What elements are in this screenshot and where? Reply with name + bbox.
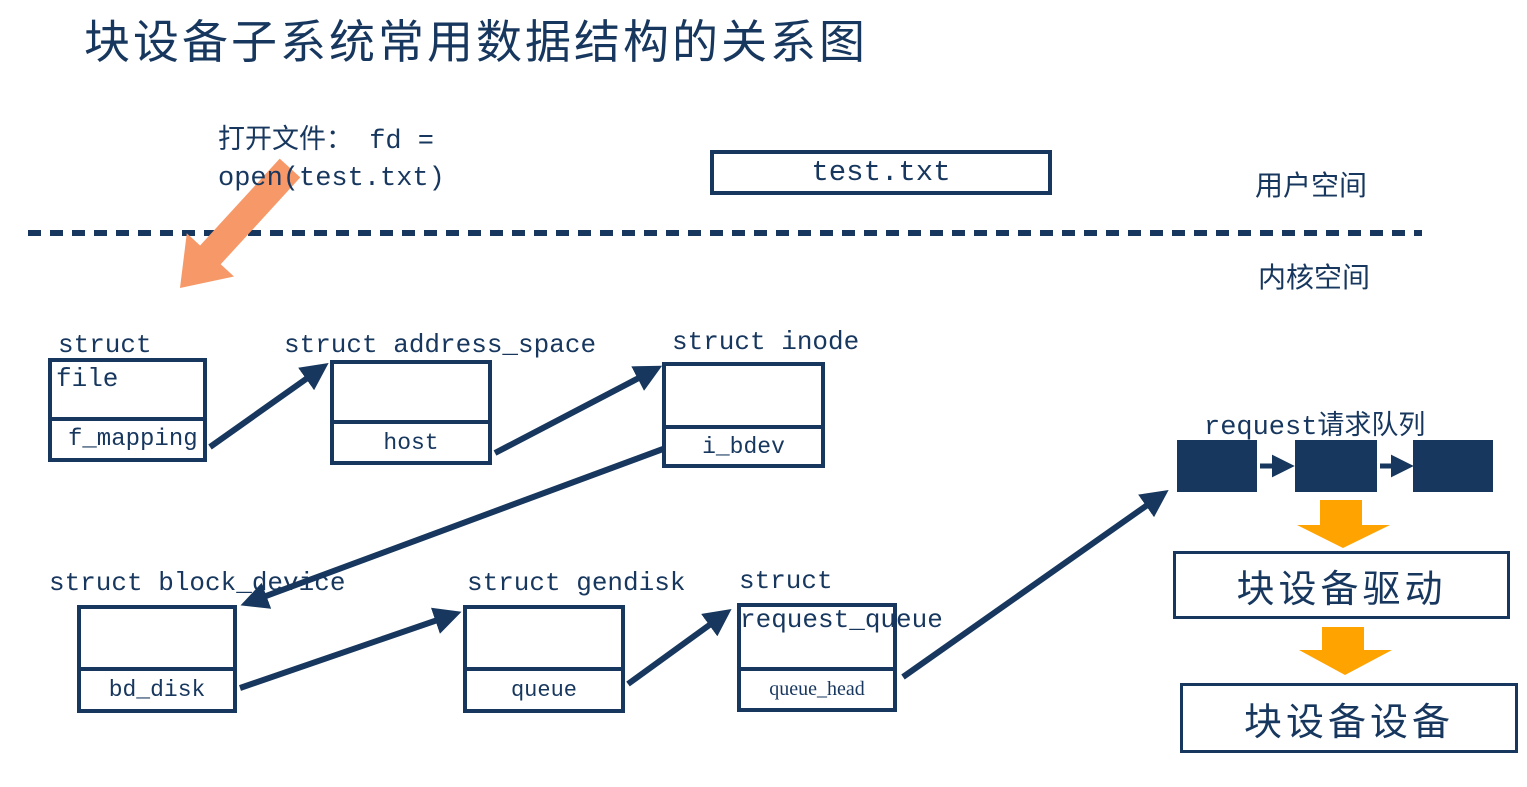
down-arrow-to-device-icon (1299, 627, 1392, 675)
struct-request-queue-label: struct (739, 566, 833, 596)
struct-gendisk-field-cell: queue (467, 671, 621, 709)
block-device-driver-box: 块设备驱动 (1173, 551, 1510, 619)
open-file-line1: 打开文件： fd = (218, 127, 435, 157)
struct-request-queue-top-cell (741, 607, 893, 671)
block-device-driver-label: 块设备驱动 (1236, 568, 1447, 611)
field-queue: queue (510, 677, 577, 703)
field-queue-head: queue_head (769, 678, 865, 700)
arrow-host-to-inode (493, 365, 663, 456)
user-file-box: test.txt (710, 150, 1052, 195)
struct-address-space-top-cell (334, 364, 488, 424)
open-file-line2: open(test.txt) (218, 164, 445, 194)
struct-file-name: file (56, 364, 119, 394)
block-device-device-box: 块设备设备 (1180, 683, 1518, 753)
field-i-bdev: i_bdev (702, 433, 785, 460)
struct-block-device-field-cell: bd_disk (81, 671, 233, 709)
struct-request-queue-field-cell: queue_head (741, 671, 893, 708)
page-title: 块设备子系统常用数据结构的关系图 (84, 16, 868, 68)
request-box-2 (1295, 440, 1377, 492)
request-box-3 (1413, 440, 1493, 492)
struct-gendisk-label: struct gendisk (467, 568, 686, 598)
request-box-1 (1177, 440, 1257, 492)
field-host: host (383, 429, 439, 456)
arrow-queuehead-to-request-chain (901, 490, 1169, 680)
struct-file-box: file f_mapping (48, 358, 207, 462)
arrow-queue-to-request-queue (626, 608, 732, 687)
struct-inode-box: i_bdev (662, 362, 825, 468)
struct-file-label: struct (58, 330, 152, 360)
struct-block-device-top-cell (81, 609, 233, 671)
kernel-space-label: 内核空间 (1258, 262, 1371, 293)
struct-file-top-cell: file (52, 362, 203, 421)
arrow-fmapping-to-address-space (208, 363, 329, 450)
struct-inode-field-cell: i_bdev (666, 429, 821, 464)
struct-request-queue-box: queue_head (737, 603, 897, 712)
user-space-label: 用户空间 (1255, 170, 1368, 201)
struct-block-device-label: struct block_device (49, 568, 346, 598)
struct-inode-label: struct inode (672, 327, 860, 357)
struct-file-field-cell: f_mapping (52, 421, 203, 458)
request-chain-label: request请求队列 (1204, 413, 1426, 443)
struct-request-queue-name-overlay: request_queue (740, 605, 943, 635)
struct-gendisk-top-cell (467, 609, 621, 671)
struct-address-space-field-cell: host (334, 424, 488, 461)
struct-gendisk-box: queue (463, 605, 625, 713)
struct-address-space-box: host (330, 360, 492, 465)
user-file-label: test.txt (811, 156, 951, 189)
down-arrow-to-driver-icon (1297, 500, 1390, 548)
open-file-annotation: 打开文件： fd = open(test.txt) (218, 124, 445, 198)
struct-inode-top-cell (666, 366, 821, 429)
block-device-device-label: 块设备设备 (1243, 701, 1454, 744)
field-bd-disk: bd_disk (108, 677, 206, 703)
arrow-bddisk-to-gendisk (239, 607, 462, 691)
struct-address-space-label: struct address_space (284, 330, 597, 360)
field-f-mapping: f_mapping (68, 426, 198, 453)
struct-block-device-box: bd_disk (77, 605, 237, 713)
